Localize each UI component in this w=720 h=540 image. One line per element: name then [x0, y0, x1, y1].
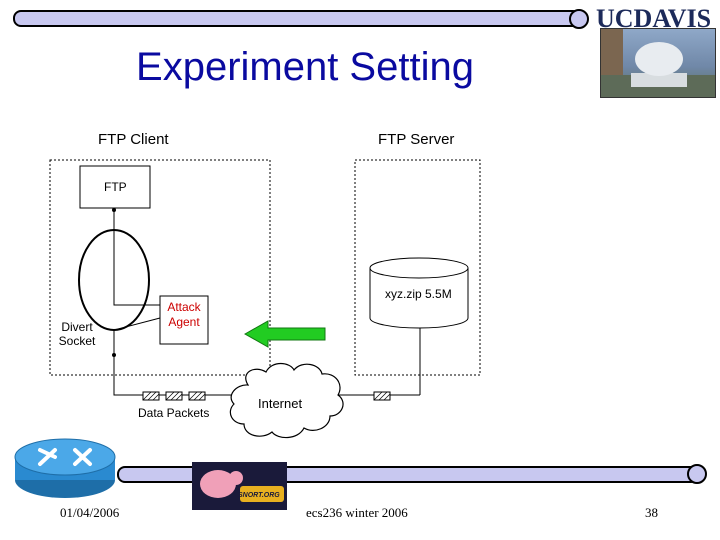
- attack-agent-label-line1: Attack: [167, 300, 201, 314]
- attack-agent-label-line2: Agent: [168, 315, 200, 329]
- junction-dot-2: [112, 353, 116, 357]
- footer-page-number: 38: [645, 505, 658, 520]
- file-storage-cylinder: [369, 257, 469, 329]
- file-label: xyz.zip 5.5M: [385, 287, 452, 301]
- ftp-app-box: [79, 165, 151, 209]
- slide-title: Experiment Setting: [136, 45, 474, 89]
- router-icon: [14, 438, 116, 498]
- footer-course: ecs236 winter 2006: [306, 505, 408, 520]
- attack-arrow-icon: [243, 320, 326, 348]
- internet-label: Internet: [258, 396, 303, 411]
- ftp-box-label: FTP: [104, 180, 127, 194]
- attack-agent-box: [159, 295, 209, 345]
- campus-photo: [600, 28, 716, 98]
- internet-cloud-icon: [229, 362, 344, 439]
- ftp-server-label: FTP Server: [378, 131, 455, 148]
- divert-socket-label-line1: Divert: [61, 320, 93, 334]
- egghead-sculpture-icon: [601, 29, 715, 97]
- top-bar-end-knob: [569, 9, 589, 29]
- ftp-client-label: FTP Client: [98, 131, 169, 148]
- data-packets-icons: [142, 391, 391, 401]
- server-box: [354, 159, 481, 376]
- agent-to-client-line: [113, 317, 340, 396]
- divert-socket-label: Divert Socket: [54, 320, 100, 348]
- junction-dot-1: [112, 208, 116, 212]
- snort-logo-icon: [192, 462, 287, 510]
- client-stack-line: [113, 210, 160, 306]
- client-box: [49, 159, 271, 376]
- snort-logo-text: SNORT.ORG: [238, 492, 280, 499]
- data-packets-label: Data Packets: [138, 406, 210, 420]
- bottom-bar-end-knob: [687, 464, 707, 484]
- attack-agent-label: Attack Agent: [160, 300, 208, 330]
- divert-socket-label-line2: Socket: [58, 334, 96, 348]
- footer-date: 01/04/2006: [60, 505, 120, 520]
